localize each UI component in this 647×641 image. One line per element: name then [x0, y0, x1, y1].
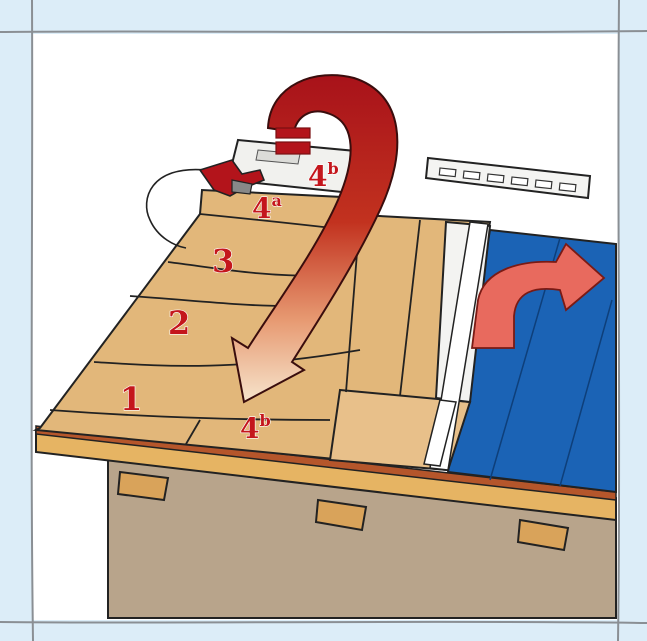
- label-course-4b-bottom-sup: b: [259, 411, 270, 430]
- label-course-4b-bottom-num: 4: [240, 412, 259, 445]
- label-course-4a-sup: a: [271, 191, 281, 210]
- label-course-4b-top-sup: b: [327, 159, 338, 178]
- label-course-1: 1: [120, 380, 142, 418]
- label-course-4a-num: 4: [252, 192, 271, 225]
- label-course-3: 3: [212, 242, 234, 280]
- label-course-2: 2: [168, 304, 190, 342]
- label-course-4b-top-num: 4: [308, 160, 327, 193]
